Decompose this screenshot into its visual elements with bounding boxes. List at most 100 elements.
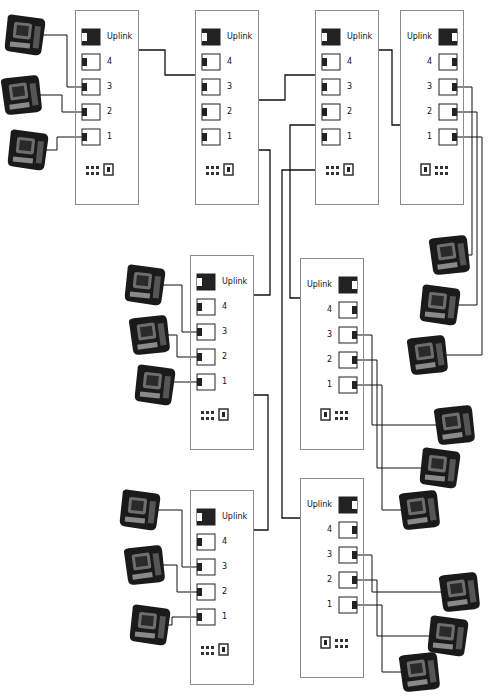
rj45-port <box>339 572 357 588</box>
computer-drive <box>468 580 477 603</box>
status-led <box>331 172 334 175</box>
port-label: Uplink <box>221 512 248 522</box>
rj45-port <box>339 352 357 368</box>
computer-screen <box>16 25 29 36</box>
computer-screen <box>406 659 426 677</box>
computer-body <box>4 14 46 56</box>
port-notch <box>197 278 202 286</box>
computer-body <box>398 489 441 532</box>
computer-keyboard <box>9 102 30 110</box>
computer-drive <box>158 616 166 639</box>
port-label: 2 <box>226 107 233 117</box>
rj45-port <box>197 584 215 600</box>
computer-drive <box>458 243 467 266</box>
uplink-cable <box>290 125 315 298</box>
status-led <box>335 639 338 642</box>
network-hub: Uplink4321 <box>190 255 254 450</box>
status-led <box>335 417 338 420</box>
computer-body <box>128 314 171 357</box>
rj45-port <box>339 597 357 613</box>
computer-screen <box>410 663 423 675</box>
computer-drive <box>30 83 39 106</box>
computer-screen <box>436 242 456 260</box>
port-label: Uplink <box>346 32 373 42</box>
rj45-port <box>197 609 215 625</box>
status-led <box>96 166 99 169</box>
status-led <box>445 166 448 169</box>
port-label: 3 <box>221 562 228 572</box>
patch-cable <box>440 112 477 305</box>
status-led <box>86 166 89 169</box>
uplink-cable <box>139 50 195 75</box>
status-led <box>345 645 348 648</box>
status-led <box>345 417 348 420</box>
status-led <box>201 411 204 414</box>
computer-keyboard <box>425 474 445 481</box>
rj45-port <box>439 29 457 45</box>
computer-icon <box>0 74 43 117</box>
computer-screen <box>136 275 149 286</box>
network-hub: Uplink4321 <box>75 10 139 205</box>
rj45-port <box>439 129 457 145</box>
rj45-port <box>202 129 220 145</box>
computer-screen <box>410 501 423 513</box>
computer-screen <box>414 342 434 360</box>
status-led <box>340 645 343 648</box>
status-led <box>201 417 204 420</box>
power-indicator <box>321 637 330 648</box>
port-label: 3 <box>226 82 233 92</box>
computer-screen <box>128 497 148 515</box>
computer-icon <box>129 604 171 646</box>
status-led <box>206 411 209 414</box>
computer-screen <box>16 137 36 155</box>
computer-icon <box>433 404 476 447</box>
computer-body <box>427 615 469 657</box>
power-indicator <box>224 164 233 175</box>
uplink-cables <box>139 50 400 530</box>
rj45-port <box>439 104 457 120</box>
port-label: 2 <box>221 352 228 362</box>
port-label: 4 <box>326 305 333 315</box>
rj45-port <box>339 547 357 563</box>
rj45-port <box>197 534 215 550</box>
power-indicator <box>324 412 327 417</box>
rj45-port <box>202 29 220 45</box>
status-led <box>336 166 339 169</box>
computer-keyboard <box>125 516 145 523</box>
port-label: 1 <box>326 600 333 610</box>
computer-screen <box>445 416 458 428</box>
rj45-port <box>197 374 215 390</box>
port-notch <box>452 108 457 116</box>
power-indicator <box>219 644 228 655</box>
computer-body <box>129 604 171 646</box>
status-led <box>211 417 214 420</box>
computer-body <box>406 334 449 377</box>
port-notch <box>352 501 357 509</box>
computer-screen <box>13 22 33 40</box>
port-label: 1 <box>106 132 113 142</box>
computer-screen <box>8 82 28 100</box>
computer-keyboard <box>135 631 155 638</box>
power-indicator <box>421 164 430 175</box>
computer-icon <box>438 571 481 614</box>
computer-screen <box>141 615 154 626</box>
port-notch <box>352 381 357 389</box>
port-label: Uplink <box>226 32 253 42</box>
uplink-cable <box>379 50 400 125</box>
port-notch <box>202 83 207 91</box>
port-label: 4 <box>221 537 228 547</box>
computer-wires <box>22 35 482 672</box>
port-label: 3 <box>106 82 113 92</box>
computer-keyboard <box>137 342 158 350</box>
status-led <box>91 166 94 169</box>
computer-body <box>0 74 43 117</box>
port-notch <box>452 33 457 41</box>
status-led <box>445 172 448 175</box>
status-led <box>335 411 338 414</box>
status-led <box>216 166 219 169</box>
computer-screen <box>450 583 463 595</box>
status-led <box>435 172 438 175</box>
computer-icon <box>406 334 449 377</box>
computer-keyboard <box>442 432 463 440</box>
